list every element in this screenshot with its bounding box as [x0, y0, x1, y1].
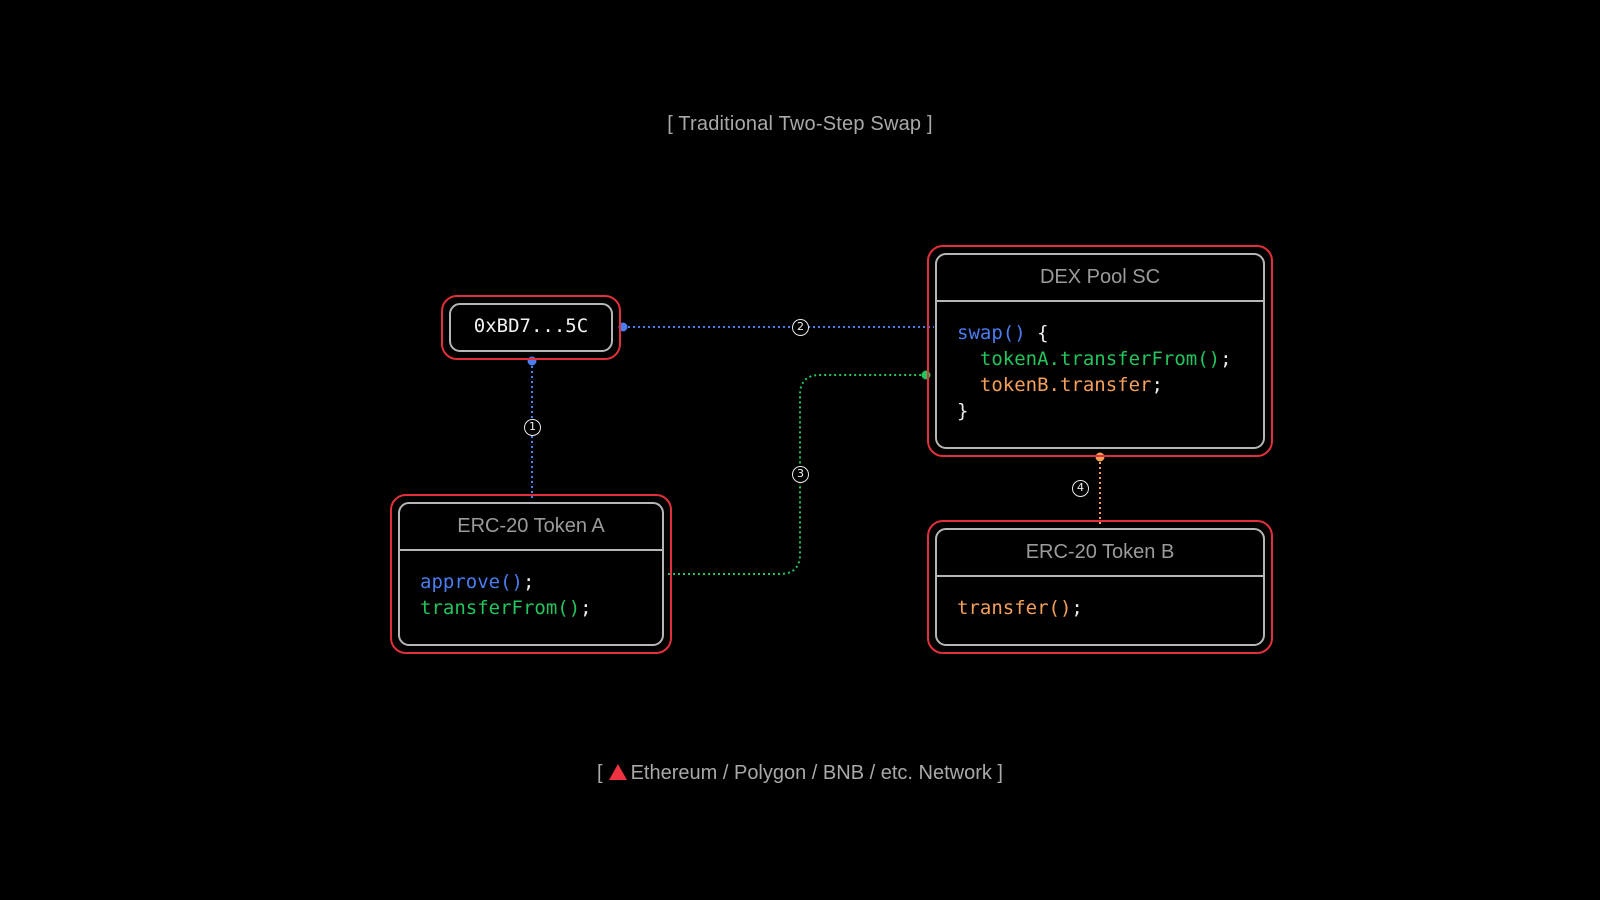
token-b-card: ERC-20 Token B transfer();	[935, 528, 1265, 646]
dex-pool-node[interactable]: DEX Pool SC swap() { tokenA.transferFrom…	[927, 245, 1273, 457]
token-a-node[interactable]: ERC-20 Token A approve(); transferFrom()…	[390, 494, 672, 654]
line-3-semicolon: ;	[1151, 374, 1163, 396]
network-caption: [ Ethereum / Polygon / BNB / etc. Network…	[0, 762, 1600, 785]
connector-dot-dex-bottom	[1095, 452, 1105, 462]
token-b-code: transfer();	[937, 577, 1263, 621]
step-4-badge: 4	[1072, 480, 1089, 497]
step-3-badge: 3	[792, 466, 809, 483]
approve-call: approve()	[420, 571, 523, 593]
network-triangle-icon	[608, 764, 627, 780]
swap-open-brace: {	[1025, 322, 1049, 344]
token-a-title: ERC-20 Token A	[400, 504, 662, 551]
dex-pool-title: DEX Pool SC	[937, 255, 1263, 302]
wallet-address: 0xBD7...5C	[449, 303, 613, 352]
token-b-transfer-call: tokenB.transfer	[979, 374, 1152, 396]
token-a-transferfrom-call: tokenA.transferFrom()	[979, 348, 1221, 370]
wallet-node[interactable]: 0xBD7...5C	[441, 295, 621, 360]
token-b-node[interactable]: ERC-20 Token B transfer();	[927, 520, 1273, 654]
swap-function: swap()	[957, 322, 1026, 344]
line-2-semicolon: ;	[1220, 348, 1232, 370]
dex-pool-card: DEX Pool SC swap() { tokenA.transferFrom…	[935, 253, 1265, 449]
connector-step-3	[668, 374, 926, 575]
token-b-title: ERC-20 Token B	[937, 530, 1263, 577]
token-a-code: approve(); transferFrom();	[400, 551, 662, 621]
step-1-badge: 1	[524, 419, 541, 436]
step-2-badge: 2	[792, 319, 809, 336]
transfer-semicolon: ;	[1071, 597, 1083, 619]
swap-close-brace: }	[957, 400, 969, 422]
approve-semicolon: ;	[522, 571, 535, 593]
transferfrom-call: transferFrom()	[420, 597, 581, 619]
token-a-card: ERC-20 Token A approve(); transferFrom()…	[398, 502, 664, 646]
diagram-title: [ Traditional Two-Step Swap ]	[667, 113, 933, 135]
transferfrom-semicolon: ;	[580, 597, 592, 619]
network-caption-open: [	[597, 762, 603, 784]
dex-pool-code: swap() { tokenA.transferFrom(); tokenB.t…	[937, 302, 1263, 424]
transfer-call: transfer()	[957, 597, 1072, 619]
network-caption-text: Ethereum / Polygon / BNB / etc. Network …	[630, 762, 1003, 784]
